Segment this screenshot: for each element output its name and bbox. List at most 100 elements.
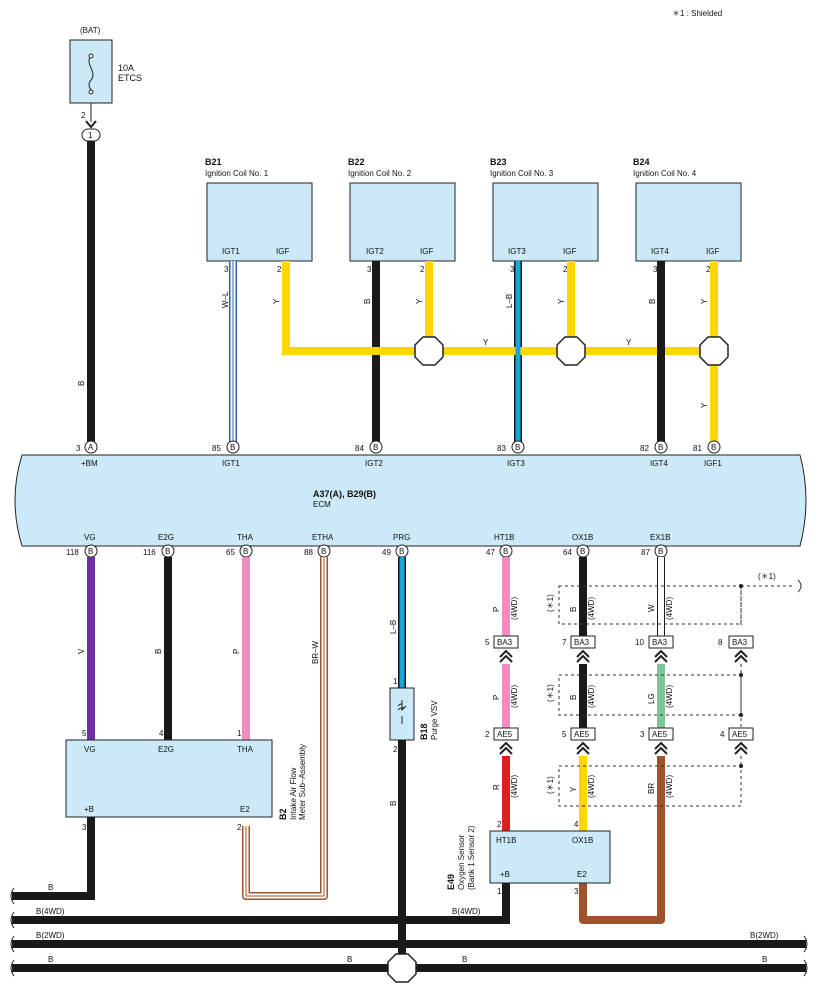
ecm-pin-bm: A 3 (76, 440, 98, 454)
wire-igf1-down-color: Y (700, 402, 709, 408)
wire-maf-b (12, 817, 95, 900)
svg-text:118: 118 (66, 548, 79, 557)
ecm-label-igt4: IGT4 (650, 459, 668, 468)
coil-name: Ignition Coil No. 4 (633, 169, 697, 178)
maf-name2: Meter Sub–Assembly (298, 744, 307, 820)
svg-text:64: 64 (563, 548, 572, 557)
wire-ex1b-note: (4WD) (665, 597, 674, 620)
shield-tag-upper: (＊1) (758, 572, 776, 581)
o2-pin-b: +B (500, 870, 510, 879)
ecm-pin-ex1b: B87 (641, 544, 668, 558)
wire-ex1b-lower-note: (4WD) (665, 775, 674, 798)
splice-point-3 (699, 336, 729, 366)
wire-ox1b-color: B (569, 607, 578, 612)
coil4-pin-igt: 3 (653, 265, 658, 274)
splice-point-1 (414, 336, 444, 366)
shield-mid (558, 664, 742, 728)
o2-pin-e2: E2 (577, 870, 587, 879)
coil1-pin-igf: 2 (277, 265, 282, 274)
ecm-pin-igt3: B 83 (497, 440, 525, 454)
svg-text:B: B (658, 547, 663, 556)
ecm-label-vg: VG (84, 533, 96, 542)
splice-point-2 (556, 336, 586, 366)
maf-pin-e2: E2 (240, 805, 250, 814)
svg-text:BA3: BA3 (574, 638, 590, 647)
vsv-pin-top: 1 (393, 677, 398, 686)
svg-text:83: 83 (497, 444, 506, 453)
maf-pin-e2g: E2G (158, 745, 174, 754)
bus-end-left (10, 887, 15, 977)
coil-name: Ignition Coil No. 2 (348, 169, 412, 178)
coil-igt-label: IGT2 (366, 247, 384, 256)
fuse-rating: 10A (118, 63, 134, 73)
wire-ox1b-lower-note: (4WD) (587, 775, 596, 798)
wire-ox1b-mid-color: B (569, 695, 578, 700)
vsv-box (389, 687, 415, 741)
ecm-label-bm: +BM (81, 459, 98, 468)
wire-vg-color: V (77, 648, 86, 654)
maf-pin-num-tha: 1 (237, 729, 242, 738)
ground-label-b2wd-1: B(2WD) (36, 931, 65, 940)
wire-igf3-color: Y (557, 298, 566, 304)
wire-ht1b-mid-note: (4WD) (510, 685, 519, 708)
svg-text:65: 65 (226, 548, 235, 557)
o2-code: E49 (446, 874, 456, 890)
coil-igt-label: IGT3 (508, 247, 526, 256)
o2-name: Oxygen Sensor (457, 835, 466, 890)
ecm-name: ECM (313, 500, 331, 509)
coil-igt-label: IGT1 (222, 247, 240, 256)
fuse-name: ETCS (118, 73, 142, 83)
svg-text:88: 88 (304, 548, 313, 557)
ground-label-b4wd-1: B(4WD) (36, 907, 65, 916)
wire-igf4-color: Y (700, 298, 709, 304)
fuse-source-label: (BAT) (80, 26, 101, 35)
wire-ex1b-lower-color: BR (647, 783, 656, 794)
wire-o2-b (12, 883, 510, 924)
solenoid-icon (397, 700, 407, 724)
ecm-label-ex1b: EX1B (650, 533, 670, 542)
svg-text:B: B (399, 547, 404, 556)
wire-vsv-out-color: B (389, 801, 398, 806)
svg-text:85: 85 (212, 444, 221, 453)
ecm-pin-igt1: B 85 (212, 440, 240, 454)
svg-text:B: B (515, 443, 520, 452)
wire-etha (242, 557, 328, 900)
connector-ba3-3: BA3 10 (635, 635, 674, 649)
wire-prg-color: L–B (389, 620, 398, 634)
o2-pin-num-ht1b: 2 (497, 820, 502, 829)
shield-mark-mid: (＊1) (546, 684, 555, 702)
svg-text:B: B (243, 547, 248, 556)
wire-ox1b-note: (4WD) (587, 597, 596, 620)
svg-text:81: 81 (693, 444, 702, 453)
shield-upper (558, 585, 795, 628)
wire-igf1-color: Y (272, 298, 281, 304)
coil-igf-label: IGF (563, 247, 576, 256)
maf-pin-num-b: 3 (82, 823, 87, 832)
ecm-label-prg: PRG (393, 533, 410, 542)
svg-text:8: 8 (718, 638, 723, 647)
wire-igt2-color: B (363, 299, 372, 304)
coil-igf-label: IGF (420, 247, 433, 256)
maf-pin-tha: THA (237, 745, 254, 754)
bus-end-right (803, 935, 808, 977)
svg-text:7: 7 (562, 638, 567, 647)
shield-mark-upper: (＊1) (546, 594, 555, 612)
ecm-pin-igt4: B 82 (640, 440, 668, 454)
o2-pin-num-b: 1 (497, 887, 502, 896)
maf-pin-num-vg: 5 (82, 729, 87, 738)
coil-igf-label: IGF (276, 247, 289, 256)
coil4-pin-igf: 2 (706, 265, 711, 274)
svg-text:BA3: BA3 (732, 638, 748, 647)
maf-pin-b: +B (84, 805, 94, 814)
o2-pin-num-ox1b: 4 (574, 820, 579, 829)
wire-ex1b-mid-color: LG (647, 693, 656, 704)
o2-pin-ht1b: HT1B (496, 836, 516, 845)
splice-point-ground (387, 953, 417, 983)
ecm-pin-ox1b: B64 (563, 544, 590, 558)
ecm-label-tha: THA (237, 533, 254, 542)
wire-ox1b-lower-color: Y (569, 786, 578, 792)
wire-igf-bus-color-b: Y (626, 338, 632, 347)
svg-text:3: 3 (76, 444, 81, 453)
